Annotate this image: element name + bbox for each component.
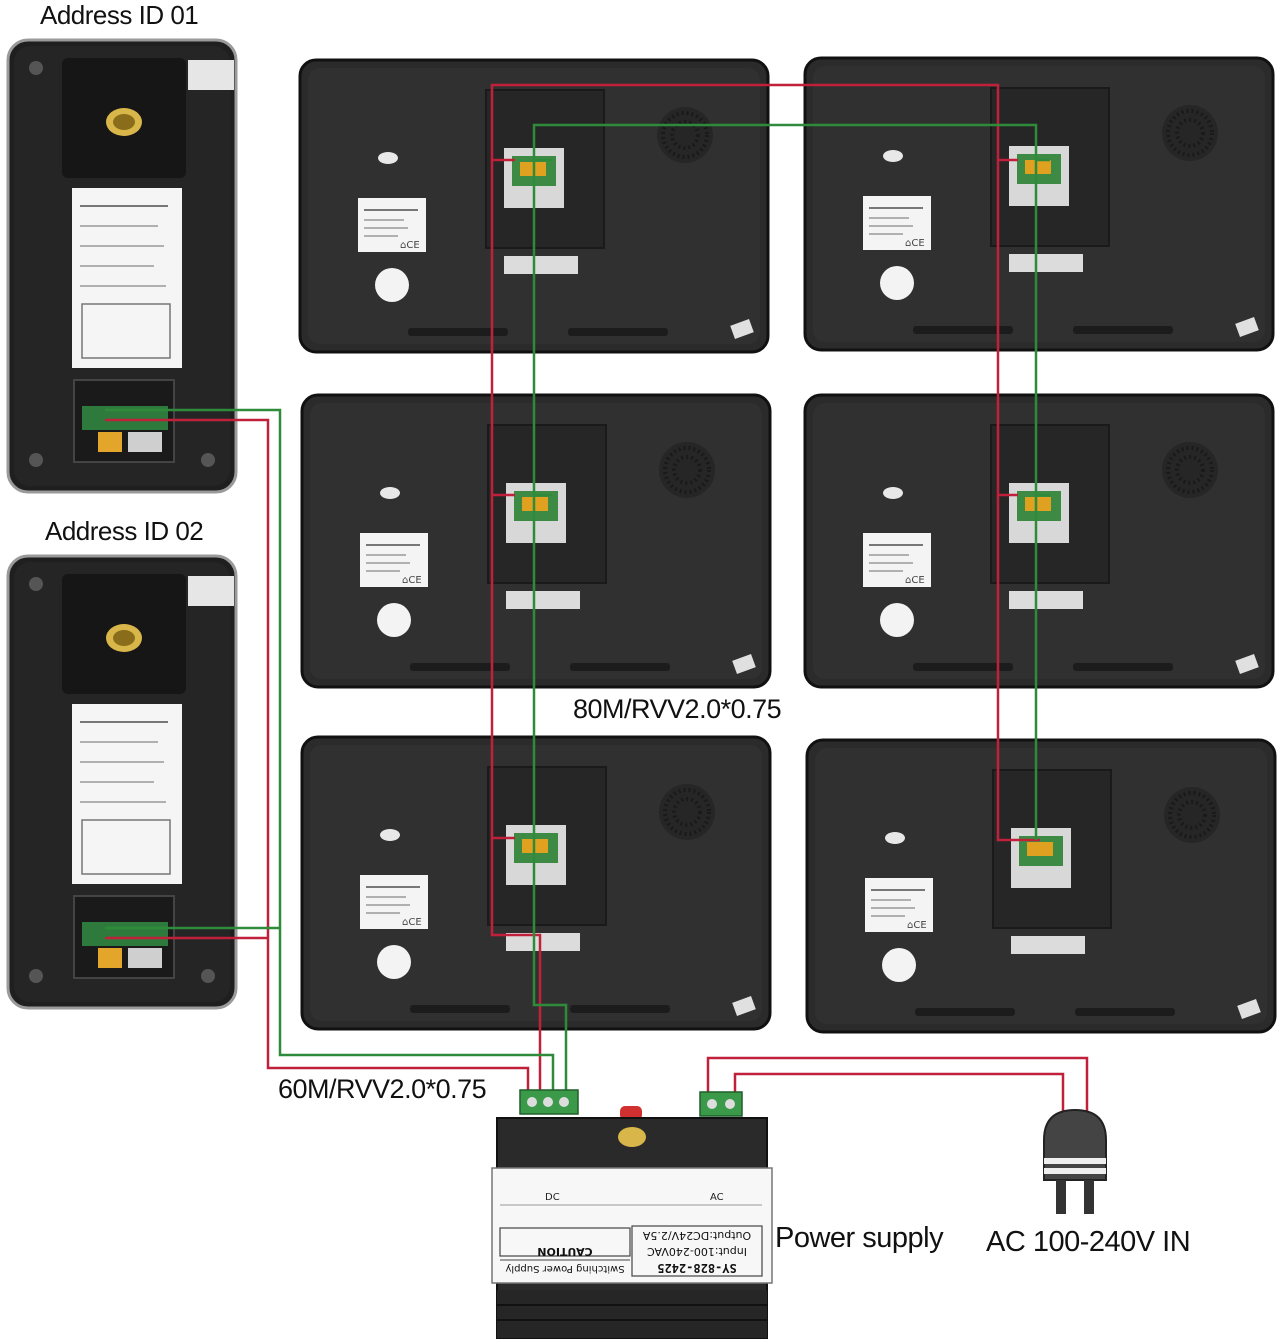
psu-caution: CAUTION	[537, 1245, 592, 1258]
wire-red-door	[105, 418, 530, 1095]
psu-input: Input:100-240VAC	[647, 1245, 747, 1258]
door-station-1	[6, 38, 238, 494]
wire-green-door	[105, 408, 555, 1095]
power-supply-unit: DC AC SY-828-2425 Input:100-240VAC Outpu…	[491, 1089, 773, 1339]
label-ac-input: AC 100-240V IN	[986, 1226, 1191, 1258]
indoor-monitor-2	[803, 56, 1275, 352]
psu-model: SY-828-2425	[657, 1261, 736, 1275]
wire-green-monitors	[532, 123, 1050, 1090]
door-station-2	[6, 554, 238, 1010]
label-address-id-02: Address ID 02	[45, 516, 204, 546]
indoor-monitor-3	[300, 393, 772, 689]
wire-red-monitors	[490, 83, 1040, 1090]
psu-dc-label: DC	[545, 1192, 560, 1203]
ac-plug-icon	[1043, 1108, 1107, 1214]
label-cable-monitors: 80M/RVV2.0*0.75	[573, 694, 782, 724]
psu-brand: Switching Power Supply	[505, 1263, 624, 1274]
indoor-monitor-5	[300, 735, 772, 1031]
indoor-monitor-6	[805, 738, 1277, 1034]
psu-ac-label: AC	[710, 1192, 724, 1203]
label-power-supply: Power supply	[775, 1222, 944, 1254]
psu-output: Output:DC24V/2.5A	[642, 1229, 751, 1242]
label-cable-door: 60M/RVV2.0*0.75	[278, 1074, 487, 1104]
label-address-id-01: Address ID 01	[40, 0, 199, 30]
wire-ac	[706, 1056, 1089, 1118]
indoor-monitor-4	[803, 393, 1275, 689]
